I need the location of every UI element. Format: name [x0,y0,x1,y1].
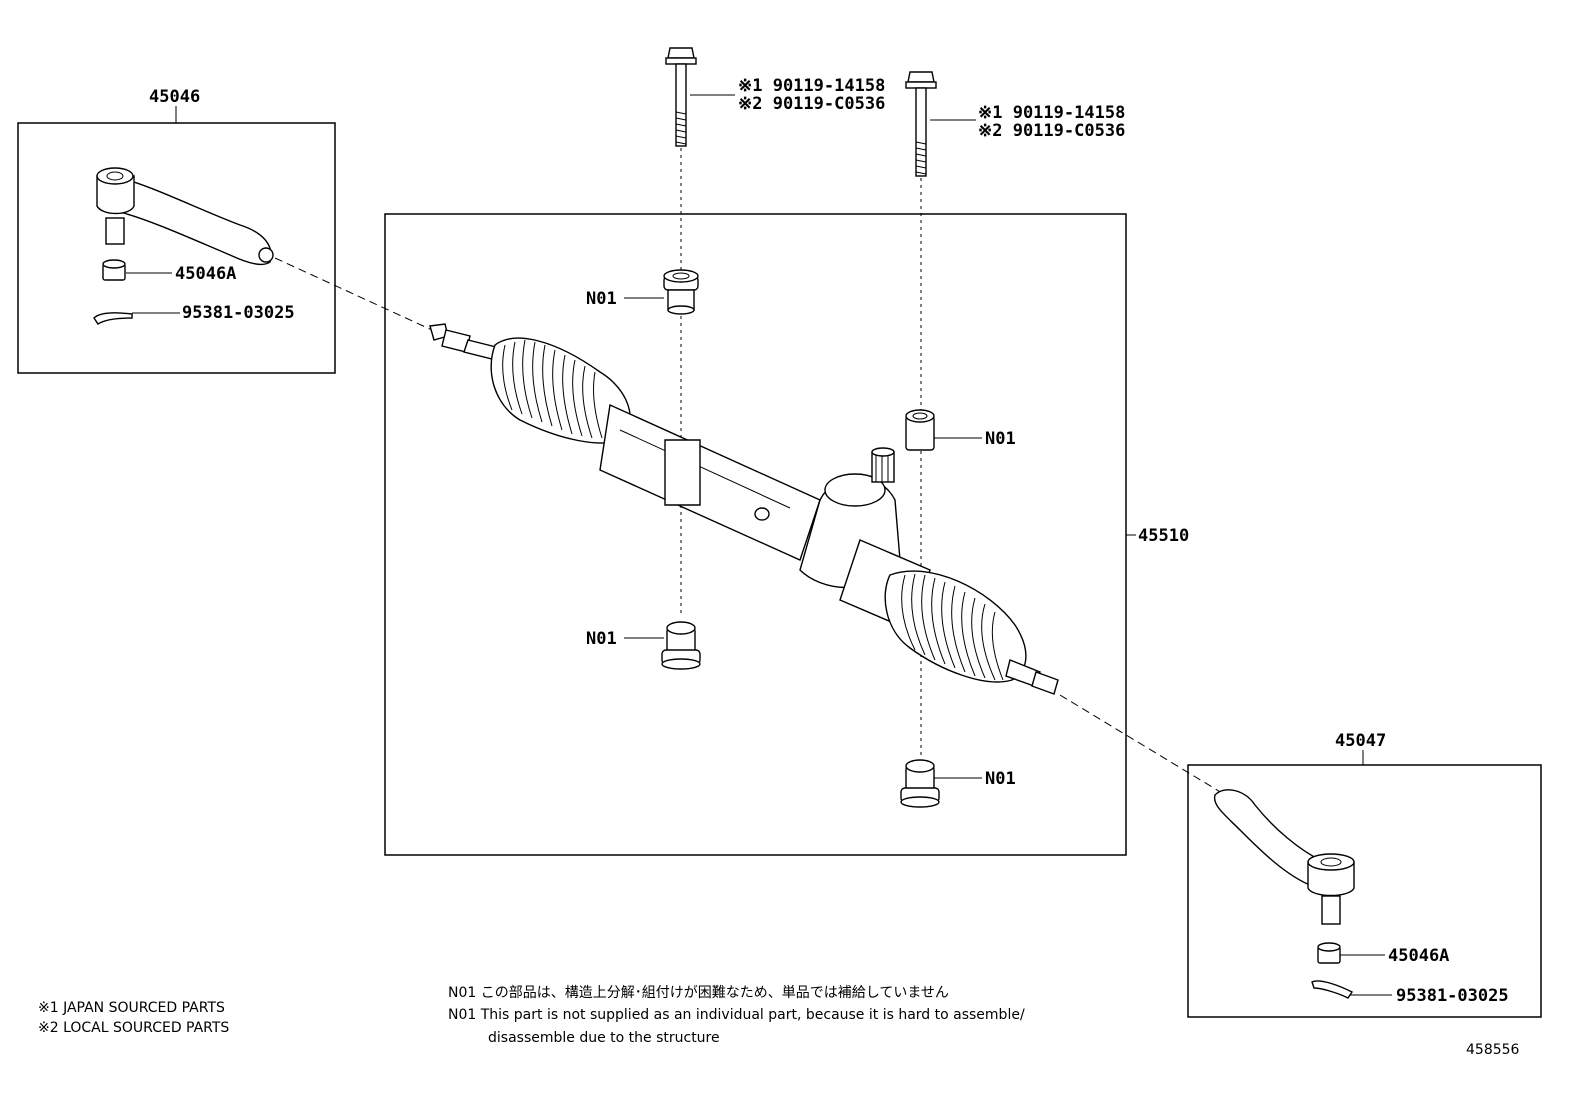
label-cotter-pin-right: 95381-03025 [1396,986,1509,1006]
cotter-pin-left-icon [93,312,133,325]
bolt-left-icon [665,47,697,147]
note-en-line-2: disassemble due to the structure [488,1030,720,1046]
label-bushing-4: N01 [985,769,1016,789]
label-cotter-pin-left: 95381-03025 [182,303,295,323]
bushing-1-icon [663,269,699,315]
legend-line-2: ※2 LOCAL SOURCED PARTS [38,1020,229,1036]
bushing-2-icon [905,409,935,451]
label-rack-assembly: 45510 [1138,526,1189,546]
steering-rack-icon [429,323,1059,695]
nut-right-icon [1317,942,1341,964]
diagram-id: 458556 [1466,1042,1520,1058]
nut-left-icon [102,259,126,281]
label-bolt-left-2: ※2 90119-C0536 [738,94,885,114]
bushing-3-icon [661,621,701,670]
label-bushing-1: N01 [586,289,617,309]
label-bolt-right-1: ※1 90119-14158 [978,103,1125,123]
label-nut-right: 45046A [1388,946,1449,966]
label-bolt-left-1: ※1 90119-14158 [738,76,885,96]
right-link-line [1059,694,1223,794]
bushing-4-icon [900,759,940,808]
left-link-line [274,257,433,331]
label-nut-left: 45046A [175,264,236,284]
cotter-pin-right-icon [1311,980,1354,999]
label-bolt-right-2: ※2 90119-C0536 [978,121,1125,141]
label-tie-rod-end-right: 45047 [1335,731,1386,751]
tie-rod-end-left-box [17,122,336,374]
tie-rod-end-right-box [1187,764,1542,1018]
note-en-line-1: N01 This part is not supplied as an indi… [448,1007,1025,1023]
tie-rod-end-right-icon [1213,789,1355,925]
bolt-right-icon [905,71,937,177]
legend-line-1: ※1 JAPAN SOURCED PARTS [38,1000,225,1016]
label-tie-rod-end-left: 45046 [149,87,200,107]
label-bushing-3: N01 [586,629,617,649]
label-bushing-2: N01 [985,429,1016,449]
tie-rod-end-left-icon [96,167,274,266]
note-jp: N01 この部品は、構造上分解･組付けが困難なため、単品では補給していません [448,985,949,1001]
